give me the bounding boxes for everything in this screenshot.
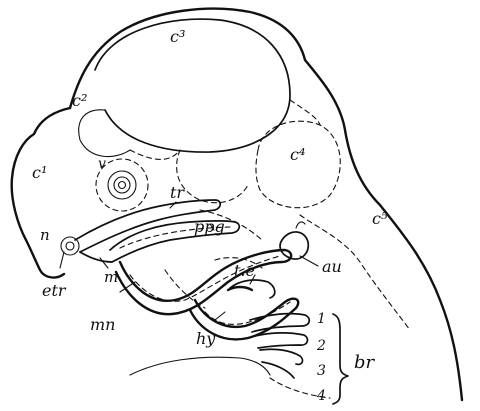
label-m: m xyxy=(104,268,118,286)
mandibular-stipple xyxy=(130,256,280,301)
label-n: n xyxy=(40,226,50,244)
label-hy: hy xyxy=(196,329,216,348)
label-v: v xyxy=(98,156,106,172)
te-dark xyxy=(228,287,252,290)
label-c5: c⁵ xyxy=(372,209,388,228)
label-br-2: 2 xyxy=(316,338,326,354)
inner-dash-1 xyxy=(177,150,248,203)
eye-ring-1 xyxy=(108,171,136,199)
label-etr: etr xyxy=(42,281,67,300)
inner-dash-2 xyxy=(130,150,180,159)
mandibular-arch xyxy=(116,250,291,314)
head-outline xyxy=(70,9,462,400)
label-ppg: ppg xyxy=(194,217,225,236)
label-tr: tr xyxy=(170,183,185,202)
nasal-pit-inner xyxy=(66,242,74,250)
label-mn: mn xyxy=(90,315,115,334)
leader-hy xyxy=(215,312,225,320)
branchial-2 xyxy=(255,333,307,348)
meckel-bar xyxy=(80,252,112,262)
auditory-vesicle xyxy=(280,232,308,259)
throat-line xyxy=(130,357,270,375)
label-au: au xyxy=(322,257,342,276)
label-te: t.e xyxy=(234,261,255,280)
label-br-4: 4 xyxy=(316,388,326,404)
hyoid-stipple xyxy=(205,302,290,324)
au-notch xyxy=(296,222,305,228)
br-brace xyxy=(333,314,348,404)
leader-au xyxy=(300,256,318,266)
forehead-outline xyxy=(12,108,70,277)
vesicle-c3 xyxy=(95,19,290,152)
label-c1: c¹ xyxy=(32,163,47,182)
label-br-1: 1 xyxy=(317,311,326,327)
label-c4: c⁴ xyxy=(290,145,305,164)
eye-ring-3 xyxy=(119,182,126,189)
label-br-3: 3 xyxy=(317,363,326,379)
label-c2: c² xyxy=(72,91,87,110)
label-br: br xyxy=(354,352,376,373)
vesicle-c2 xyxy=(79,110,130,157)
eye-ring-2 xyxy=(114,177,130,193)
leader-etr xyxy=(60,252,64,268)
leader-m xyxy=(100,258,108,268)
label-c3: c³ xyxy=(170,27,185,46)
